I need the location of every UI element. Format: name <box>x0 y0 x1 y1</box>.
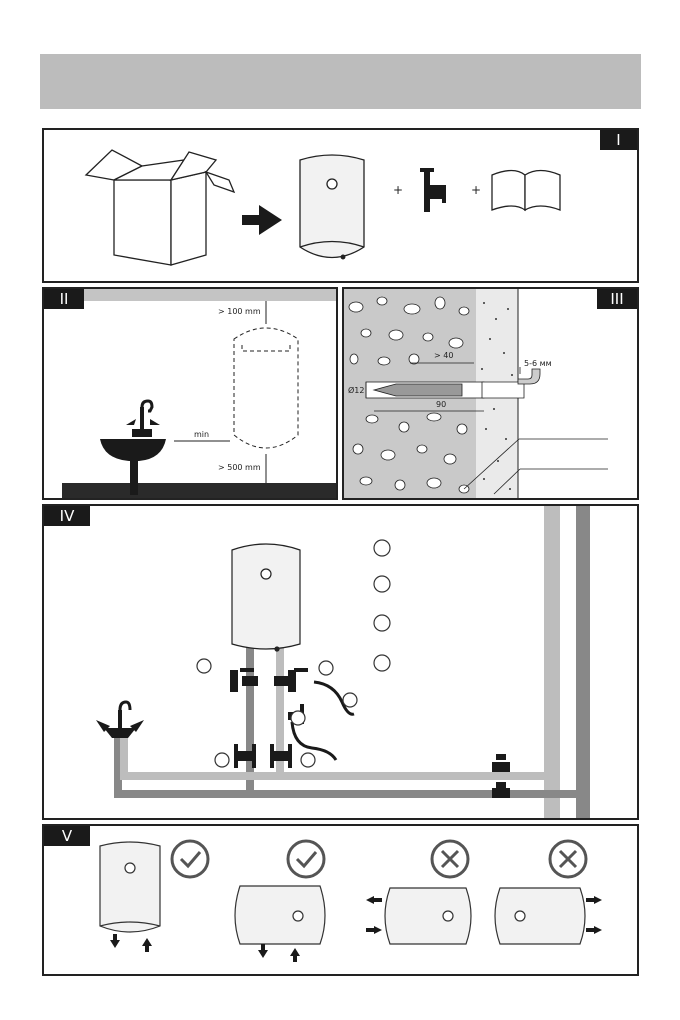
tee-valve-icon <box>420 168 446 212</box>
clearance-drawing <box>44 289 338 500</box>
panel-anchor: III <box>342 287 639 500</box>
diameter-label: Ø12 <box>348 386 364 395</box>
bottom-clearance-label: > 500 mm <box>218 463 261 472</box>
panel-clearances: II > 100 mm min > 500 mm <box>42 287 338 500</box>
top-clearance-label: > 100 mm <box>218 307 261 316</box>
manual-icon <box>492 171 560 211</box>
offset-label: 5-6 мм <box>524 359 552 368</box>
side-clearance-label: min <box>194 430 209 439</box>
header-bar <box>40 54 641 109</box>
sink-icon <box>100 401 166 495</box>
svg-text:+: + <box>471 183 481 197</box>
contents-drawing: + + <box>44 130 639 283</box>
svg-text:+: + <box>393 183 403 197</box>
faucet-icon <box>96 702 144 738</box>
piping-drawing <box>44 506 639 820</box>
boiler-icon <box>232 544 300 651</box>
depth-label: > 40 <box>434 351 453 360</box>
panel-orientation: V <box>42 824 639 976</box>
cross-icon <box>432 841 586 877</box>
anchor-drawing <box>344 289 639 500</box>
length-label: 90 <box>436 400 446 409</box>
panel-contents: I + + <box>42 128 639 283</box>
orientation-drawing <box>44 826 639 976</box>
arrow-right-icon <box>242 205 282 235</box>
boiler-icon <box>300 155 364 259</box>
check-icon <box>172 841 324 877</box>
box-icon <box>86 150 234 265</box>
panel-piping: IV <box>42 504 639 820</box>
